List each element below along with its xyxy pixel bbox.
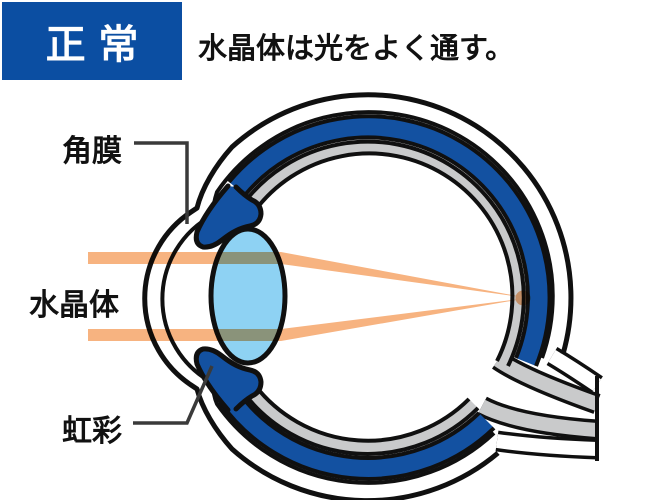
choroid-band bbox=[218, 114, 552, 481]
retina-lower bbox=[243, 384, 478, 454]
choroid-lower-outer-edge bbox=[218, 400, 496, 481]
light-ray-bottom bbox=[88, 298, 528, 341]
retina-lower-outer-edge bbox=[241, 390, 480, 456]
light-ray-top bbox=[88, 252, 528, 298]
optic-nerve-fiber2 bbox=[478, 399, 598, 437]
choroid-upper-outer-edge bbox=[227, 114, 552, 367]
iris-lower-outline bbox=[193, 346, 264, 413]
iris-label: 虹彩 bbox=[62, 415, 122, 448]
iris-lower-shape bbox=[196, 348, 261, 410]
retina-upper-inner-edge bbox=[252, 151, 515, 362]
choroid-upper-inner-edge bbox=[243, 135, 530, 359]
cornea-leader-line bbox=[134, 141, 189, 224]
page-title: 水晶体は光をよく通す。 bbox=[198, 33, 515, 65]
sclera-outer-outline bbox=[142, 92, 574, 500]
focal-point bbox=[515, 290, 531, 306]
iris-upper-outline bbox=[193, 183, 264, 250]
lens-shape bbox=[208, 226, 288, 366]
status-badge: 正常 bbox=[2, 2, 182, 80]
status-badge-label: 正常 bbox=[45, 23, 152, 67]
iris-leader-line bbox=[133, 365, 214, 425]
iris bbox=[193, 183, 264, 413]
optic-nerve-sheath-top bbox=[548, 349, 601, 391]
optic-nerve bbox=[477, 346, 603, 461]
choroid-lower bbox=[220, 390, 494, 479]
sclera-inner-outline-and-cornea bbox=[160, 110, 555, 485]
choroid-lower-inner-edge bbox=[235, 388, 481, 460]
optic-nerve-sheath-bottom bbox=[496, 434, 598, 456]
cornea-label: 角膜 bbox=[62, 135, 122, 168]
light-rays bbox=[88, 252, 531, 341]
iris-upper-shape bbox=[196, 186, 261, 248]
retina-lower-inner-edge bbox=[252, 382, 471, 443]
lens-label: 水晶体 bbox=[29, 289, 119, 322]
